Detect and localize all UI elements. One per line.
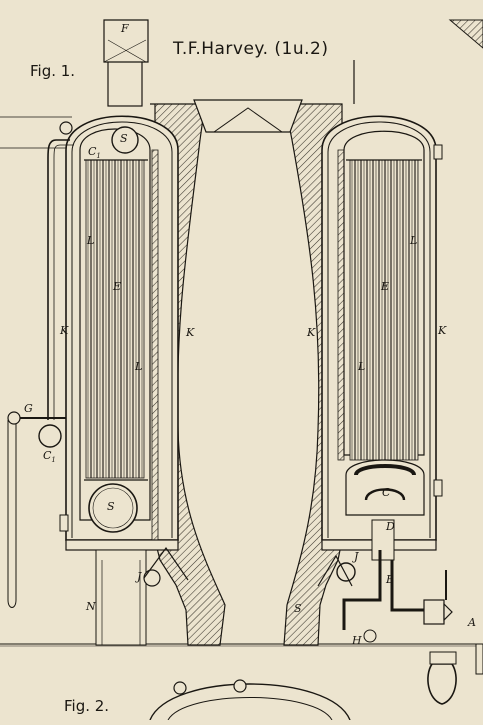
bell-fitting: [427, 643, 483, 705]
label-f: F: [121, 22, 129, 35]
label-c1-top: C1: [88, 145, 101, 161]
label-s-top: S: [120, 132, 128, 145]
figure-1-label: Fig. 1.: [30, 62, 76, 80]
label-k-right-inner: K: [307, 326, 316, 339]
label-d: D: [386, 520, 395, 533]
drawing-title: T.F.Harvey. (1u.2): [173, 39, 329, 59]
label-l-right: L: [410, 234, 418, 247]
feed-pipe: [7, 121, 74, 608]
label-s-bottom: S: [107, 500, 115, 513]
right-boiler: [59, 115, 453, 643]
label-a: A: [468, 616, 476, 629]
label-n: N: [86, 600, 96, 613]
fig2-outline: [149, 679, 351, 721]
label-k-left-outer: K: [60, 324, 69, 337]
label-e-right: E: [381, 280, 390, 293]
label-l-left: L: [87, 234, 95, 247]
label-h: H: [352, 634, 362, 647]
label-j-left: J: [137, 570, 142, 583]
label-l-left-lower: L: [135, 360, 143, 373]
label-l-right-lower: L: [358, 360, 366, 373]
label-c1-bottom: C1: [43, 449, 56, 465]
label-c: C: [382, 486, 391, 499]
label-g: G: [24, 402, 33, 415]
label-k-right-outer: K: [438, 324, 447, 337]
label-j-right: J: [354, 550, 359, 563]
corner-hatch: [448, 19, 483, 49]
figure-2-label: Fig. 2.: [64, 697, 110, 715]
label-s-small: S: [294, 602, 302, 615]
label-b: B: [386, 573, 395, 586]
label-e-left: E: [113, 280, 122, 293]
label-k-left-inner: K: [186, 326, 195, 339]
